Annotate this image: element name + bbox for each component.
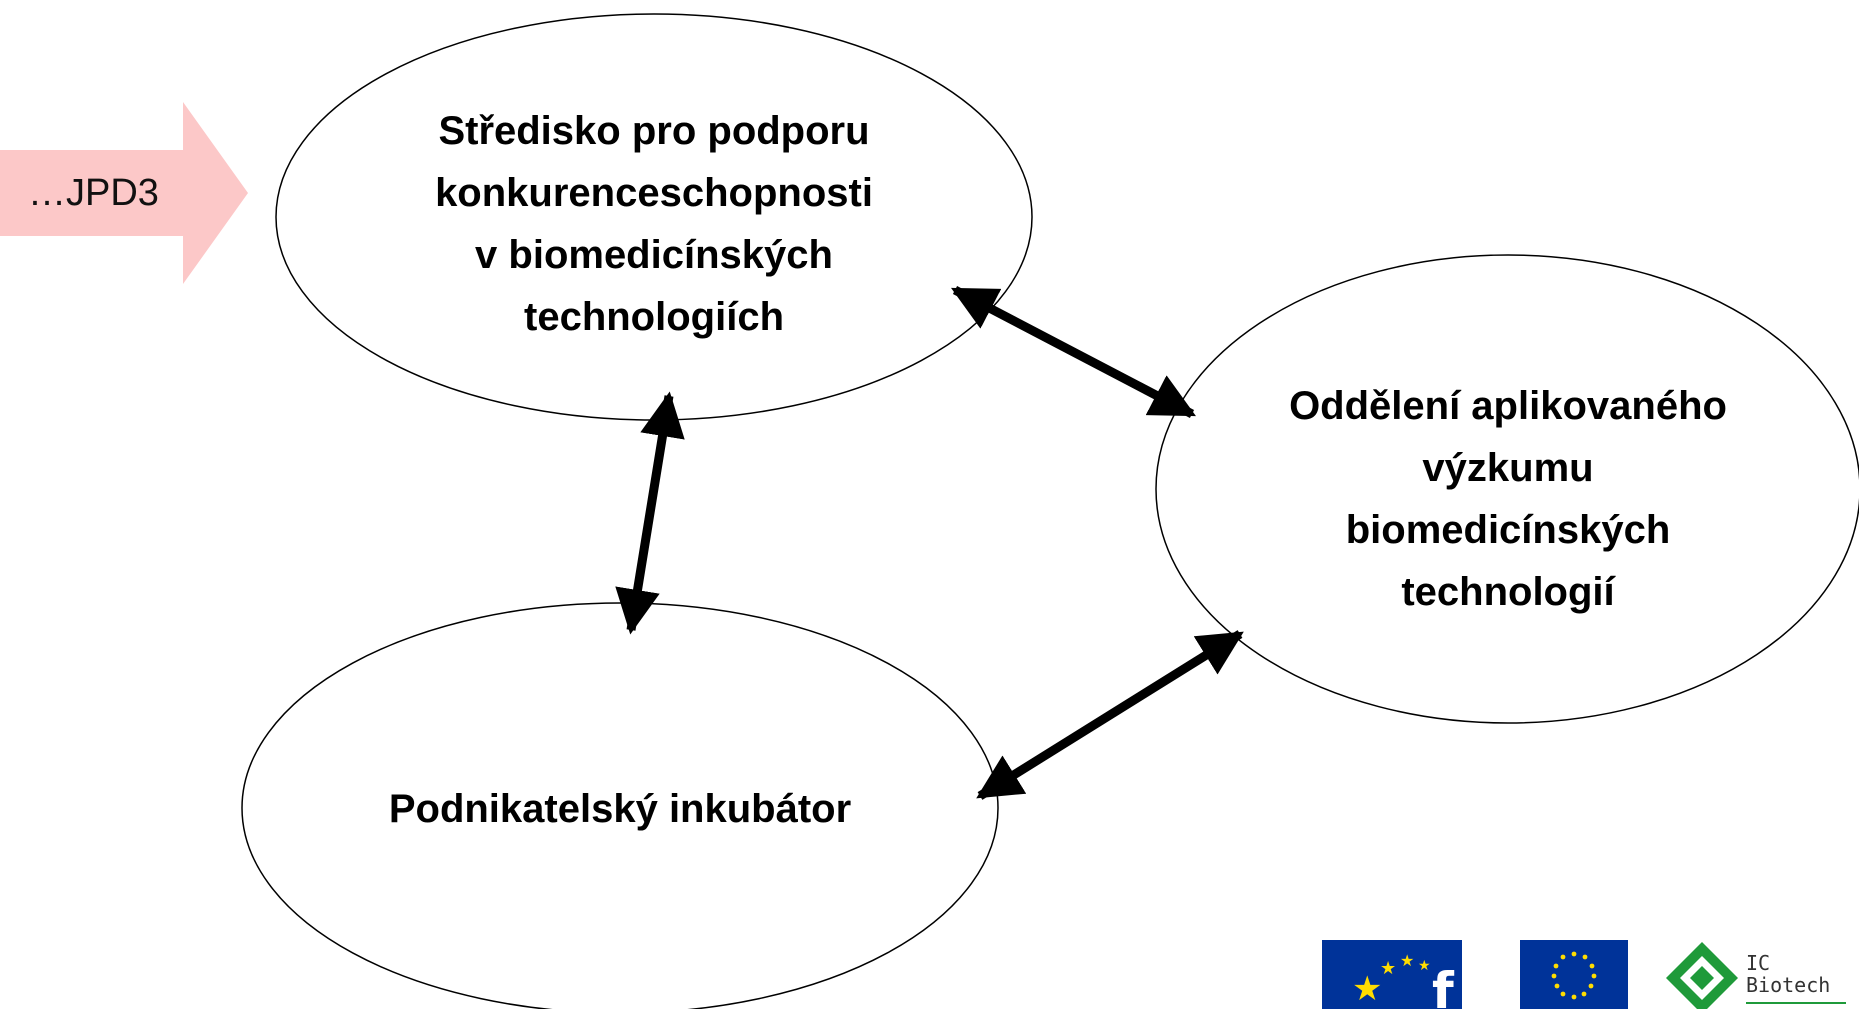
ic-biotech-diamond-icon: [1666, 942, 1738, 1009]
eu-stars-logo: ★ ★ ★ ★ f: [1322, 940, 1462, 1009]
svg-text:★: ★: [1418, 958, 1431, 974]
node-label-inkubator: Podnikatelský inkubátor: [388, 787, 852, 831]
input-arrow-label: …JPD3: [28, 172, 159, 214]
edge-inkubator-oddeleni: [976, 630, 1244, 800]
node-oddeleni-ellipse: [1155, 254, 1859, 724]
input-arrow: [0, 102, 248, 284]
eu-flag-logo: [1520, 940, 1628, 1009]
edge-stredisko-oddeleni: [951, 286, 1196, 418]
svg-text:★: ★: [1400, 951, 1414, 970]
svg-text:f: f: [1432, 962, 1455, 1009]
svg-text:★: ★: [1380, 958, 1396, 979]
svg-text:★: ★: [1352, 969, 1382, 1009]
edge-stredisko-inkubator: [615, 391, 685, 635]
ic-biotech-underline: [1746, 1002, 1846, 1004]
node-label-oddeleni: Oddělení aplikovaného výzkumu biomedicín…: [1289, 384, 1727, 614]
ic-biotech-logo-text: IC Biotech: [1746, 951, 1831, 997]
node-label-stredisko: Středisko pro podporu konkurenceschopnos…: [435, 109, 873, 339]
